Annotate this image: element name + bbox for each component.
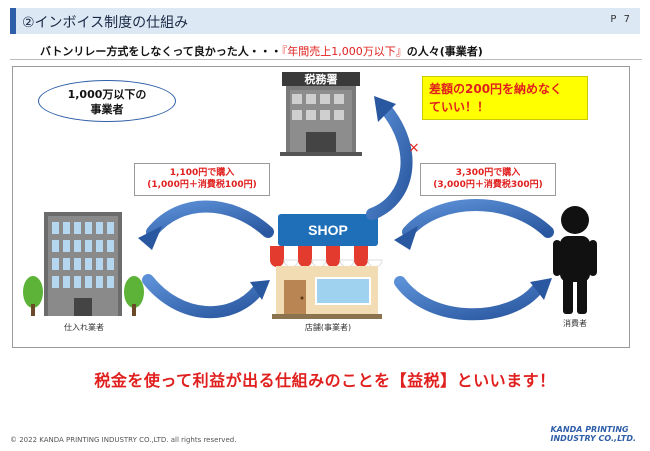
logo-line-1: KANDA PRINTING	[550, 425, 629, 434]
arrow-shop-to-supplier-top	[138, 200, 274, 250]
shop-icon	[270, 214, 383, 319]
shop-sign: SHOP	[308, 222, 348, 238]
exemption-callout: 差額の200円を納めなく ていい！！	[422, 76, 588, 120]
arrow-consumer-to-shop-top	[394, 199, 554, 250]
purchase-right-line-2: (3,000円＋消費税300円)	[433, 180, 543, 190]
subtitle-suffix: の人々(事業者)	[406, 45, 483, 58]
purchase-right-line-1: 3,300円で購入	[455, 168, 521, 178]
subtitle-divider	[10, 59, 642, 60]
oval-line-2: 事業者	[90, 103, 124, 116]
logo-line-2: INDUSTRY CO.,LTD.	[550, 434, 636, 443]
tax-office-label: 税務署	[305, 72, 338, 86]
supplier-label: 仕入れ業者	[64, 323, 104, 332]
consumer-icon	[553, 206, 597, 314]
small-business-oval: 1,000万以下の 事業者	[38, 80, 176, 122]
conclusion-message: 税金を使って利益が出る仕組みのことを【益税】といいます！	[94, 371, 556, 390]
arrow-shop-to-consumer-bottom	[394, 276, 552, 321]
copyright-text: © 2022 KANDA PRINTING INDUSTRY CO.,LTD. …	[10, 436, 237, 444]
purchase-left-line-2: (1,000円＋消費税100円)	[147, 180, 257, 190]
oval-line-1: 1,000万以下の	[67, 88, 147, 101]
consumer-label: 消費者	[563, 319, 587, 328]
title-accent-bar	[10, 8, 16, 34]
callout-line-2: ていい！！	[429, 100, 490, 114]
company-logo: KANDA PRINTING INDUSTRY CO.,LTD.	[550, 425, 636, 443]
arrow-shop-to-tax-office	[366, 96, 413, 220]
tax-office-icon	[280, 72, 362, 156]
title-bar	[10, 8, 640, 34]
purchase-box-right: 3,300円で購入 (3,000円＋消費税300円)	[420, 163, 556, 196]
callout-line-1: 差額の200円を納めなく	[429, 82, 563, 96]
purchase-left-line-1: 1,100円で購入	[169, 168, 235, 178]
arrow-supplier-to-shop-bottom	[142, 274, 270, 319]
subtitle-highlight: 『年間売上1,000万以下』	[281, 45, 407, 58]
purchase-box-left: 1,100円で購入 (1,000円＋消費税100円)	[134, 163, 270, 196]
page-number: P 7	[610, 14, 632, 25]
cross-mark: ×	[408, 140, 420, 156]
subtitle-prefix: バトンリレー方式をしなくって良かった人・・・	[40, 45, 282, 58]
store-label: 店舗(事業者)	[304, 323, 352, 332]
slide-title: ②インボイス制度の仕組み	[22, 15, 189, 31]
supplier-building-icon	[23, 212, 144, 316]
subtitle: バトンリレー方式をしなくって良かった人・・・『年間売上1,000万以下』の人々(…	[40, 43, 483, 59]
